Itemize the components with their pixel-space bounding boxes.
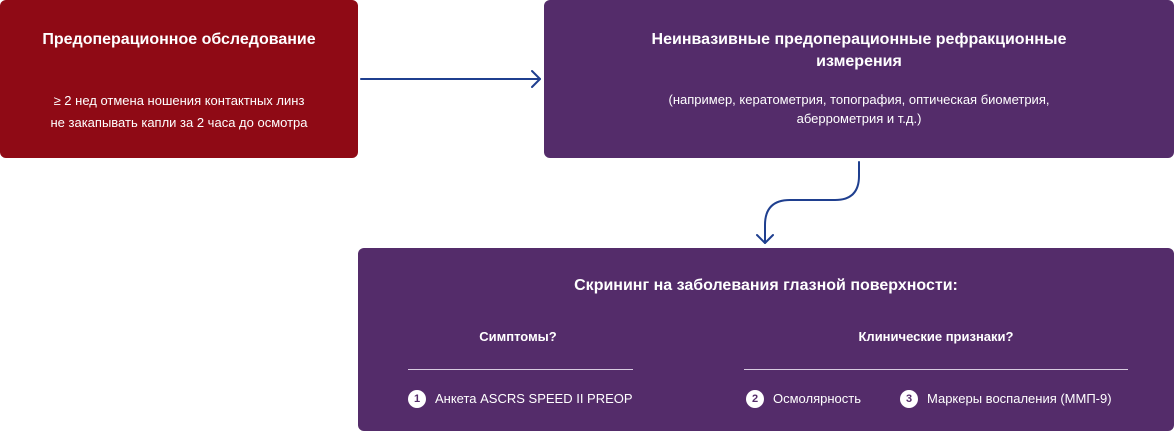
clinical-signs-divider: [744, 369, 1128, 370]
screening-title: Скрининг на заболевания глазной поверхно…: [574, 277, 958, 294]
preop-exam-box: Предоперационное обследование ≥ 2 нед от…: [0, 0, 358, 158]
number-badge: 1: [408, 390, 426, 408]
number-badge: 2: [746, 390, 764, 408]
preop-instruction-line: не закапывать капли за 2 часа до осмотра: [50, 115, 308, 130]
symptoms-divider: [408, 369, 633, 370]
screening-item-label: Маркеры воспаления (ММП-9): [927, 391, 1112, 406]
screening-item-label: Осмолярность: [773, 391, 861, 406]
preop-exam-title: Предоперационное обследование: [42, 31, 316, 48]
screening-item-questionnaire: 1 Анкета ASCRS SPEED II PREOP: [408, 389, 633, 409]
noninvasive-measurements-box: Неинвазивные предоперационные рефракцион…: [544, 0, 1174, 158]
screening-item-osmolarity: 2 Осмолярность: [746, 389, 861, 409]
clinical-signs-heading: Клинические признаки?: [858, 329, 1014, 344]
arrow-noninvasive-to-screening: [756, 161, 860, 244]
noninvasive-measurements-title: Неинвазивные предоперационные рефракцион…: [651, 31, 1067, 70]
noninvasive-measurements-note: (например, кератометрия, топография, опт…: [668, 92, 1050, 126]
symptoms-heading: Симптомы?: [479, 329, 557, 344]
screening-item-label: Анкета ASCRS SPEED II PREOP: [435, 391, 633, 406]
preop-instruction-line: ≥ 2 нед отмена ношения контактных линз: [53, 93, 305, 108]
screening-item-inflammation-markers: 3 Маркеры воспаления (ММП-9): [900, 389, 1112, 409]
arrow-preop-to-noninvasive: [360, 70, 541, 88]
preop-exam-instructions: ≥ 2 нед отмена ношения контактных линз н…: [0, 90, 358, 134]
number-badge: 3: [900, 390, 918, 408]
screening-box: Скрининг на заболевания глазной поверхно…: [358, 248, 1174, 431]
